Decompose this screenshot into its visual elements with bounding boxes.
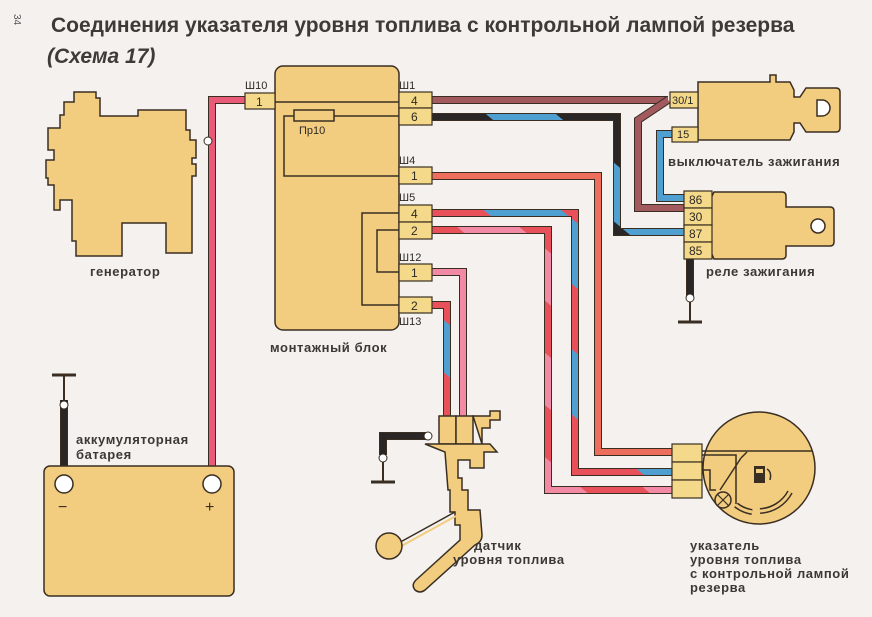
connector-sh4-pin-1 [398,166,433,185]
switch-pin-30-1 [669,91,699,109]
fuel-gauge-label-line2: уровня топлива [690,552,802,567]
pin-label: 15 [677,129,689,141]
fuel-gauge-label-line1: указатель [690,538,760,553]
fuel-gauge: указатель уровня топлива с контрольной л… [671,411,849,595]
connector-sh12-pin-1 [398,263,433,282]
diagram-subtitle: (Схема 17) [47,45,155,68]
wire-sh4-1-orange [432,172,672,456]
fuel-pump-icon [754,466,772,483]
wire-sh5-2-red-pink [432,226,672,494]
generator-label: генератор [90,264,160,279]
pin-label: 2 [411,299,418,313]
connector-sh1-label: Ш1 [399,80,415,92]
pin-label: 6 [411,110,418,124]
diagram-title: Соединения указателя уровня топлива с ко… [51,14,795,37]
pin-label: 1 [256,95,263,109]
pin-label: 87 [689,227,703,241]
mounting-block: Пр10 1 Ш10 Ш1 4 6 Ш4 1 Ш5 4 2 Ш12 1 2 Ш1… [244,65,433,355]
connector-sh4-label: Ш4 [399,155,415,167]
fuel-level-sensor: датчик уровня топлива [371,410,565,593]
wire-sh1-6-black-blue [432,113,684,236]
reserve-lamp-icon [714,491,732,509]
fuel-sensor-label-line2: уровня топлива [453,552,565,567]
pin-label: 30 [689,210,703,224]
battery-label-line1: аккумуляторная [76,432,189,447]
wire-sh5-4-red-blue [432,209,672,476]
connector-sh5-label: Ш5 [399,192,415,204]
fuel-sensor-label-line1: датчик [474,538,522,553]
battery: − + аккумуляторная батарея [43,432,235,597]
connector-sh10-label: Ш10 [245,80,267,92]
generator: генератор [45,91,213,279]
wire-switch-15-blue [656,130,684,202]
pin-label: 1 [411,169,418,183]
connector-sh10-pin-1 [244,92,276,110]
ignition-switch-label: выключатель зажигания [668,154,840,169]
connector-sh13-label: Ш13 [399,316,421,328]
ignition-relay: 86 30 87 85 реле зажигания [683,190,835,279]
pin-label: 1 [411,266,418,280]
mounting-block-label: монтажный блок [270,340,387,355]
connector-sh12-label: Ш12 [399,252,421,264]
connector-sh5-pin-2 [398,221,433,240]
battery-label-line2: батарея [76,447,132,462]
battery-minus-sign: − [58,499,67,516]
pin-label: 85 [689,244,703,258]
pin-label: 4 [411,94,418,108]
pin-label: 30/1 [672,95,693,107]
ground-icon [678,293,702,324]
ignition-relay-label: реле зажигания [706,264,815,279]
fuse-label: Пр10 [299,125,325,137]
connector-sh1-pin-6 [398,107,433,126]
pin-label: 86 [689,193,703,207]
connector-sh13-pin-2 [398,296,433,314]
pin-label: 4 [411,207,418,221]
switch-pin-15 [671,126,699,143]
pin-label: 2 [411,224,418,238]
relay-pin-85 [683,241,713,260]
wire-sh1-4-brown [432,96,684,212]
ignition-switch: 30/1 15 выключатель зажигания [668,74,841,169]
page-number: 34 [11,14,22,26]
wire-battery-plus-pink [208,96,250,480]
wire-sh13-2-blue-red [432,301,451,420]
fuel-gauge-label-line3: с контрольной лампой [690,566,849,581]
wire-sh12-1-pink [432,268,467,420]
battery-plus-sign: + [205,499,214,516]
fuel-gauge-label-line4: резерва [690,580,746,595]
